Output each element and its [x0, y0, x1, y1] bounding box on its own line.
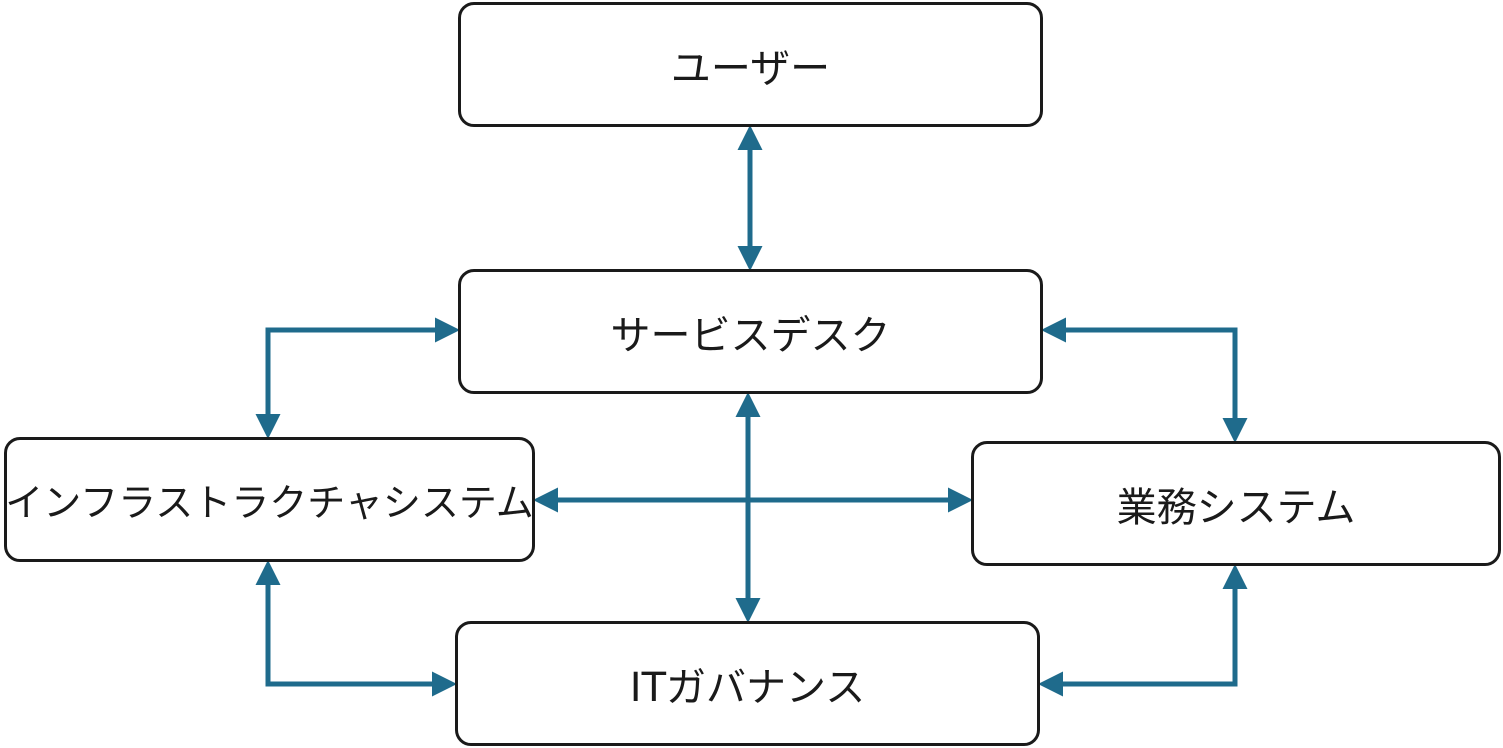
arrow-servicedesk-infrastructure: [255, 317, 460, 439]
node-it-governance-label: ITガバナンス: [629, 664, 866, 711]
arrow-infrastructure-itgovernance: [255, 560, 457, 697]
node-service-desk-label: サービスデスク: [610, 312, 891, 359]
node-service-desk: サービスデスク: [458, 269, 1043, 394]
node-business-system-label: 業務システム: [1116, 484, 1356, 531]
arrow-servicedesk-business: [1041, 317, 1248, 443]
node-infrastructure-system-label: インフラストラクチャシステム: [5, 481, 534, 525]
node-user: ユーザー: [458, 2, 1043, 127]
node-business-system: 業務システム: [971, 441, 1501, 566]
node-infrastructure-system: インフラストラクチャシステム: [4, 437, 535, 562]
arrow-business-itgovernance: [1038, 564, 1248, 697]
node-user-label: ユーザー: [670, 45, 831, 92]
node-it-governance: ITガバナンス: [455, 621, 1040, 746]
